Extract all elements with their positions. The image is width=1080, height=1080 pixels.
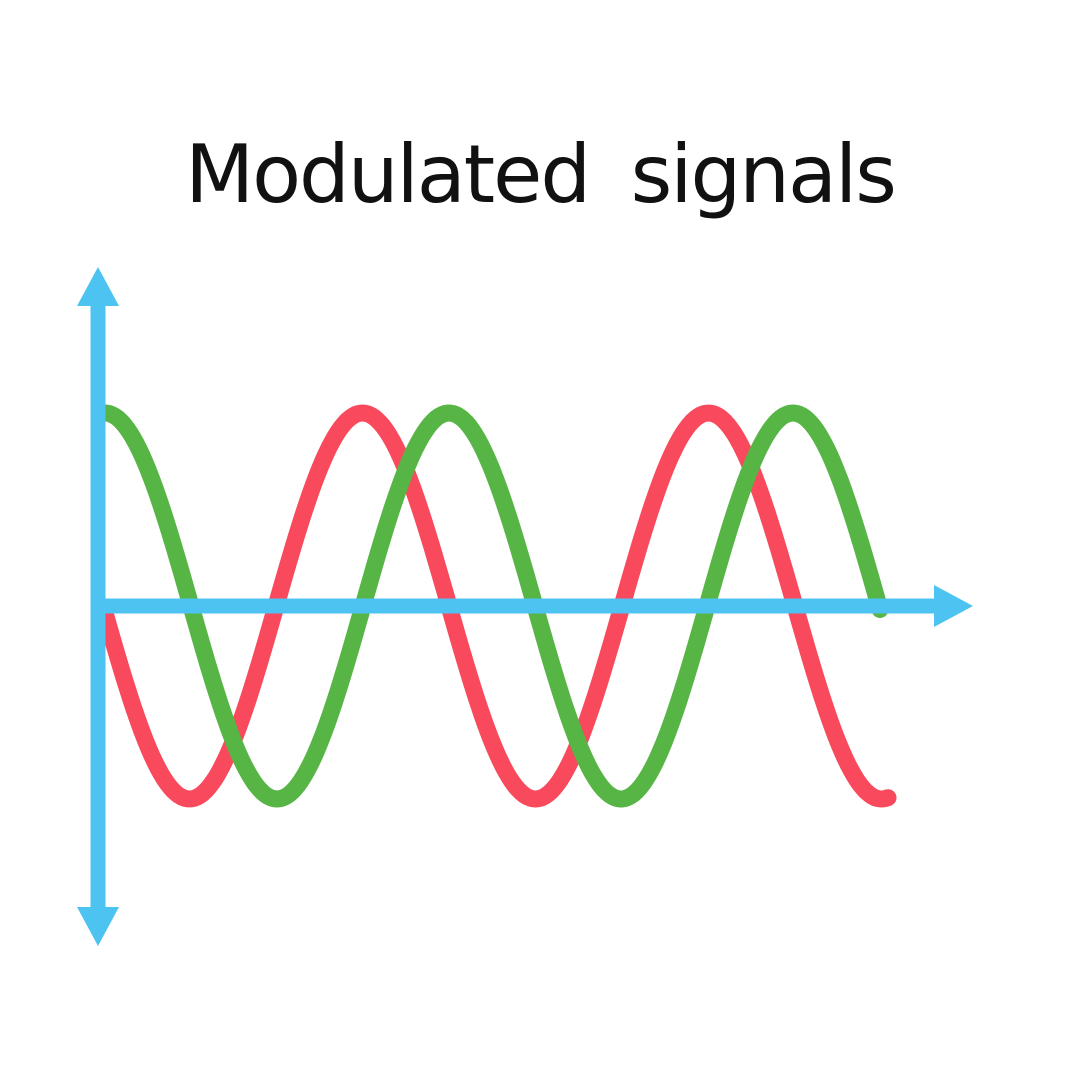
signal-green-wave	[97, 404, 889, 808]
y-axis-top-arrowhead-icon	[77, 267, 119, 306]
x-axis-arrowhead-icon	[934, 585, 973, 627]
chart-title: Modulated signals	[185, 128, 897, 221]
y-axis-bottom-arrowhead-icon	[77, 907, 119, 946]
